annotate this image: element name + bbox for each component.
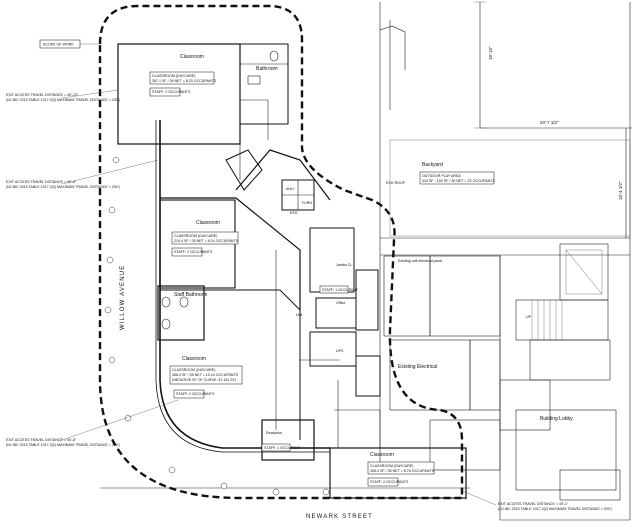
svg-text:(NJ IBC 2015 TABLE 1017.2(2) M: (NJ IBC 2015 TABLE 1017.2(2) MAXIMUM TRA… (6, 185, 120, 189)
dimension-top: 18'-10" (488, 46, 493, 60)
exit-note-1: EXIT ACCESS TRAVEL DISTANCE = 28'-10" (N… (6, 89, 120, 102)
svg-text:STAFF: 1 OCCUPANT: STAFF: 1 OCCUPANT (322, 288, 359, 292)
room-classroom-bottom: Classroom (370, 452, 394, 458)
svg-text:STAFF: 2 OCCUPANTS: STAFF: 2 OCCUPANTS (370, 480, 409, 484)
svg-text:310 SF - 150 SF / 30 NET = 22: 310 SF - 150 SF / 30 NET = 22 OCCUPANTS (422, 179, 495, 183)
room-building-lobby: Building Lobby (540, 416, 573, 422)
svg-text:CLASSROOM (DAYCARE): CLASSROOM (DAYCARE) (174, 234, 217, 238)
stair-up: UP (526, 315, 532, 319)
street-trees (104, 156, 330, 496)
svg-text:219.4 SF / 35 NET = 6.24 OCCUP: 219.4 SF / 35 NET = 6.24 OCCUPANTS (174, 239, 239, 243)
room-janitor: Janitor CL (336, 263, 352, 267)
room-classroom-mid: Classroom (196, 220, 220, 226)
existing-building (383, 243, 621, 501)
room-furn: FURN (302, 201, 312, 205)
scope-of-work-boundary (98, 4, 464, 500)
occupancy-tag-bottom: CLASSROOM (DAYCARE) 306.0 SF / 35 NET = … (367, 461, 435, 487)
dimension-right: 15'-4 1/2" (618, 181, 623, 200)
room-existing-electrical: Existing Electrical (398, 364, 437, 370)
exit-note-4: EXIT ACCESS TRAVEL DISTANCE = 49'-1" (NJ… (459, 489, 612, 511)
occupancy-tag-staff-office: STAFF: 1 OCCUPANT (319, 285, 359, 294)
toilet-fixtures (161, 50, 279, 330)
exit-note-3: EXIT ACCESS TRAVEL DISTANCE = 54'-6" (NJ… (6, 399, 179, 447)
svg-text:358.4 SF / 35 NET = 10.24 OCCU: 358.4 SF / 35 NET = 10.24 OCCUPANTS (172, 373, 239, 377)
svg-text:STAFF: 1 OCCUPANT: STAFF: 1 OCCUPANT (264, 446, 301, 450)
room-backyard: Backyard (422, 162, 443, 168)
room-ups: UPS (336, 349, 344, 353)
svg-text:(NJ IBC 2015 TABLE 1017.2(2) M: (NJ IBC 2015 TABLE 1017.2(2) MAXIMUM TRA… (6, 98, 120, 102)
occupancy-tag-outdoor: OUTDOOR PLAY AREA 310 SF - 150 SF / 30 N… (419, 171, 495, 185)
svg-text:STAFF: 2 OCCUPANTS: STAFF: 2 OCCUPANTS (176, 392, 215, 396)
occupancy-tag-mid: CLASSROOM (DAYCARE) 219.4 SF / 35 NET = … (171, 231, 239, 257)
backyard-area (389, 139, 631, 237)
street-newark: NEWARK STREET (306, 514, 373, 520)
building-walls (117, 43, 467, 499)
svg-text:EXIT ACCESS TRAVEL DISTANCE =: EXIT ACCESS TRAVEL DISTANCE = 54'-6" (6, 438, 77, 442)
svg-text:306.0 SF / 35 NET = 8.76 OCCUP: 306.0 SF / 35 NET = 8.76 OCCUPANTS (370, 469, 435, 473)
svg-text:(NJ IBC 2015 TABLE 1017.2(2) M: (NJ IBC 2015 TABLE 1017.2(2) MAXIMUM TRA… (498, 507, 612, 511)
scope-label: SCOPE OF WORK (43, 43, 74, 47)
room-bathroom: Bathroom (256, 66, 278, 72)
room-staff-bathroom: Staff Bathroom (174, 292, 207, 298)
svg-text:CLASSROOM (DAYCARE): CLASSROOM (DAYCARE) (172, 368, 215, 372)
svg-text:EXIT ACCESS TRAVEL DISTANCE =: EXIT ACCESS TRAVEL DISTANCE = 59'-6" (6, 180, 77, 184)
svg-text:(NEGATIVE SF OF CURVE: 31.131: (NEGATIVE SF OF CURVE: 31.131 SF) (172, 378, 236, 382)
svg-text:OUTDOOR PLAY AREA: OUTDOOR PLAY AREA (422, 174, 461, 178)
room-exg: EXG (290, 211, 298, 215)
room-hall: Hall (296, 313, 302, 317)
svg-text:CLASSROOM (DAYCARE): CLASSROOM (DAYCARE) (152, 74, 195, 78)
dimension-horizontal: 20'-7 1/2" (540, 120, 559, 125)
svg-text:EXIT ACCESS TRAVEL DISTANCE =: EXIT ACCESS TRAVEL DISTANCE = 49'-1" (498, 502, 569, 506)
svg-text:EXIT ACCESS TRAVEL DISTANCE =: EXIT ACCESS TRAVEL DISTANCE = 28'-10" (6, 93, 79, 97)
room-office: Office (336, 301, 345, 305)
dimension-lines (474, 1, 632, 238)
svg-text:287.1 SF / 35 NET = 8.20 OCCUP: 287.1 SF / 35 NET = 8.20 OCCUPANTS (152, 79, 217, 83)
svg-text:CLASSROOM (DAYCARE): CLASSROOM (DAYCARE) (370, 464, 413, 468)
room-classroom-top: Classroom (180, 54, 204, 60)
svg-text:(NJ IBC 2015 TABLE 1017.2(2) M: (NJ IBC 2015 TABLE 1017.2(2) MAXIMUM TRA… (6, 443, 120, 447)
occupancy-tag-staff-reception: STAFF: 1 OCCUPANT (261, 443, 301, 452)
svg-text:STAFF: 2 OCCUPANTS: STAFF: 2 OCCUPANTS (174, 250, 213, 254)
room-classroom-lower: Classroom (182, 356, 206, 362)
room-existing-panel: Existing unit electrical panel (398, 259, 443, 263)
room-reception: Reception (266, 431, 282, 435)
occupancy-tag-lower: CLASSROOM (DAYCARE) 358.4 SF / 35 NET = … (169, 365, 243, 399)
svg-text:STAFF: 2 OCCUPANTS: STAFF: 2 OCCUPANTS (152, 90, 191, 94)
room-exg-roof: EXG ROOF (386, 181, 406, 185)
occupancy-tag-top: CLASSROOM (DAYCARE) 287.1 SF / 35 NET = … (149, 71, 217, 97)
room-ahu: AHU (286, 187, 294, 191)
exit-note-2: EXIT ACCESS TRAVEL DISTANCE = 59'-6" (NJ… (6, 159, 159, 189)
street-willow-avenue: WILLOW AVENUE (120, 265, 126, 331)
